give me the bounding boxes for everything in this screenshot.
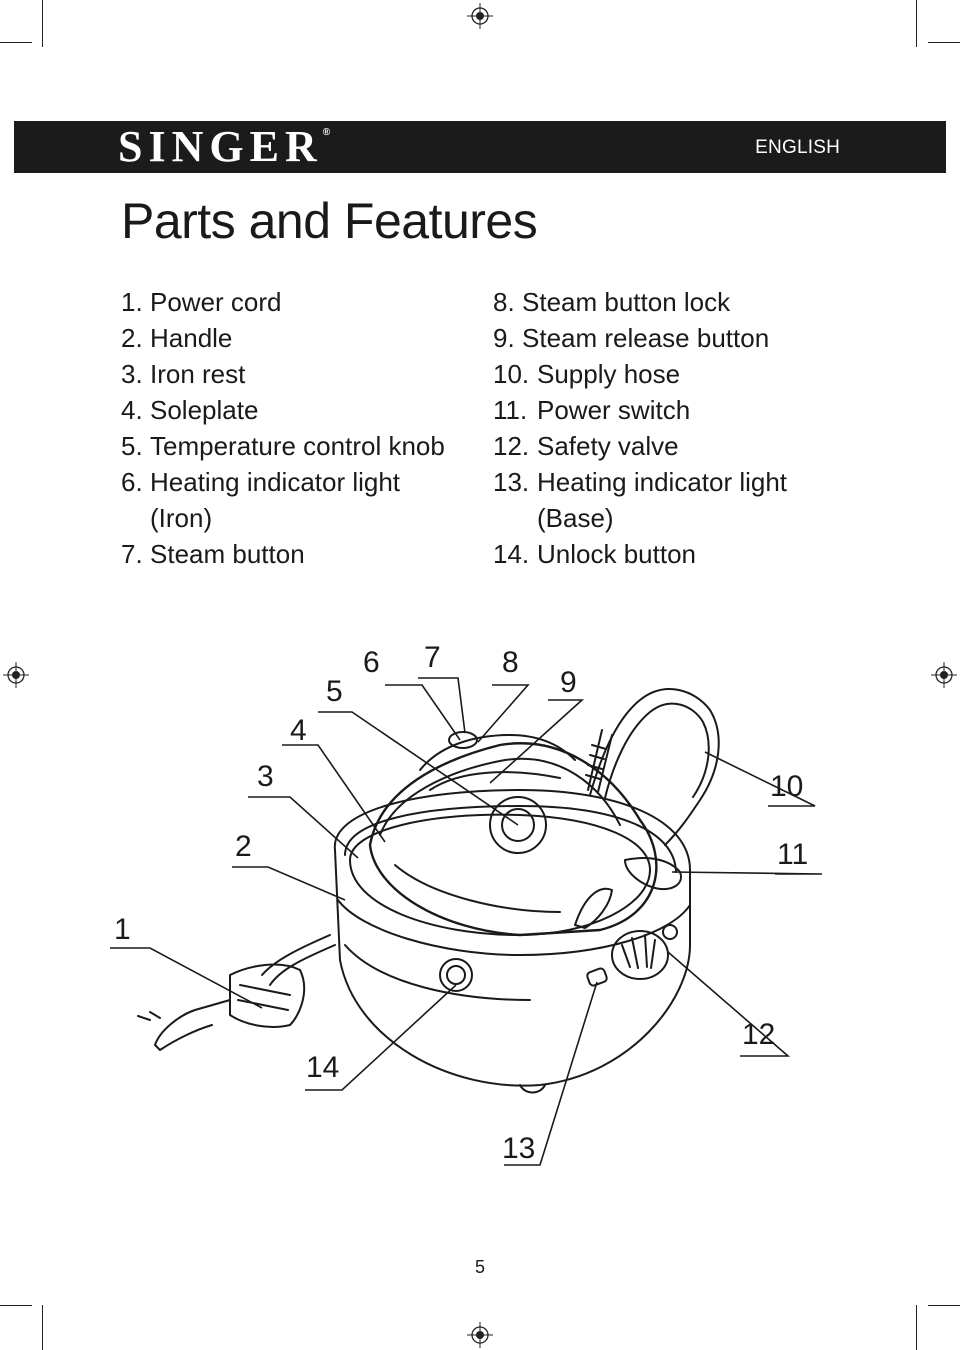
- parts-list-right: 8.Steam button lock 9.Steam release butt…: [493, 284, 787, 572]
- crop-mark: [42, 0, 43, 47]
- item-label: Power cord: [150, 287, 282, 317]
- callout-label: 3: [257, 760, 274, 793]
- item-label: Steam release button: [522, 323, 770, 353]
- page-number: 5: [474, 1257, 485, 1277]
- callout-label: 4: [290, 714, 307, 747]
- brand-name: SINGER: [118, 122, 323, 171]
- item-number: 13.: [493, 467, 530, 497]
- list-item: 14.Unlock button: [493, 536, 787, 572]
- crop-mark: [42, 1305, 43, 1350]
- list-item: (Iron): [121, 500, 445, 536]
- list-item: 9.Steam release button: [493, 320, 787, 356]
- callout-label: 6: [363, 646, 380, 679]
- item-label: Heating indicator light: [537, 467, 788, 497]
- item-number: 7.: [121, 539, 143, 569]
- list-item: 3.Iron rest: [121, 356, 445, 392]
- registration-mark-icon: [3, 662, 29, 688]
- list-item: 8.Steam button lock: [493, 284, 787, 320]
- list-item: 6.Heating indicator light: [121, 464, 445, 500]
- item-label: Steam button: [150, 539, 305, 569]
- callout-label: 11: [777, 838, 809, 871]
- list-item: 10.Supply hose: [493, 356, 787, 392]
- item-number: 9.: [493, 323, 515, 353]
- parts-list-left: 1.Power cord 2.Handle 3.Iron rest 4.Sole…: [121, 284, 445, 572]
- item-number: 6.: [121, 467, 143, 497]
- callout-label: 10: [770, 770, 804, 803]
- crop-mark: [0, 1305, 32, 1306]
- list-item: 13.Heating indicator light: [493, 464, 787, 500]
- list-item: 11. Power switch: [493, 392, 787, 428]
- steam-station-illustration: [110, 677, 823, 1166]
- item-label: Steam button lock: [522, 287, 731, 317]
- registration-mark-icon: [931, 662, 957, 688]
- list-item: 7.Steam button: [121, 536, 445, 572]
- registration-mark-icon: [467, 3, 493, 29]
- callout-label: 5: [326, 675, 343, 708]
- list-item: (Base): [493, 500, 787, 536]
- item-label: Handle: [150, 323, 233, 353]
- registered-mark: ®: [322, 127, 331, 138]
- callout-label: 1: [114, 913, 131, 946]
- callout-label: 14: [306, 1051, 340, 1084]
- brand-logo: SINGER®: [118, 124, 330, 182]
- item-label: Unlock button: [537, 539, 696, 569]
- item-number: 3.: [121, 359, 143, 389]
- item-number: 1.: [121, 287, 143, 317]
- item-number: 12.: [493, 431, 530, 461]
- crop-mark: [0, 42, 32, 43]
- page-title: Parts and Features: [121, 193, 538, 249]
- item-label: Heating indicator light: [150, 467, 401, 497]
- crop-mark: [916, 1305, 917, 1350]
- item-number: 2.: [121, 323, 143, 353]
- callout-label: 12: [742, 1018, 776, 1051]
- item-number: 5.: [121, 431, 143, 461]
- list-item: 5.Temperature control knob: [121, 428, 445, 464]
- callout-label: 2: [235, 830, 252, 863]
- item-label: Supply hose: [537, 359, 681, 389]
- item-label: Safety valve: [537, 431, 679, 461]
- item-label: Temperature control knob: [150, 431, 445, 461]
- item-number: 8.: [493, 287, 515, 317]
- item-label: Iron rest: [150, 359, 246, 389]
- language-label: ENGLISH: [755, 137, 840, 158]
- item-number: [121, 500, 150, 536]
- crop-mark: [928, 1305, 960, 1306]
- item-number: 4.: [121, 395, 143, 425]
- callout-label: 9: [560, 666, 577, 699]
- item-label: (Base): [537, 503, 614, 533]
- item-number: 11.: [493, 395, 528, 425]
- item-number: 10.: [493, 359, 530, 389]
- list-item: 4.Soleplate: [121, 392, 445, 428]
- item-number: [493, 500, 537, 536]
- item-label: (Iron): [150, 503, 213, 533]
- callout-label: 13: [502, 1132, 536, 1165]
- item-label: Power switch: [537, 395, 691, 425]
- list-item: 12.Safety valve: [493, 428, 787, 464]
- list-item: 1.Power cord: [121, 284, 445, 320]
- crop-mark: [916, 0, 917, 47]
- item-number: 14.: [493, 539, 530, 569]
- header-band: SINGER® ENGLISH: [14, 121, 946, 173]
- callout-label: 8: [502, 646, 519, 679]
- list-item: 2.Handle: [121, 320, 445, 356]
- crop-mark: [928, 42, 960, 43]
- callout-label: 7: [424, 641, 441, 674]
- item-label: Soleplate: [150, 395, 259, 425]
- registration-mark-icon: [467, 1322, 493, 1348]
